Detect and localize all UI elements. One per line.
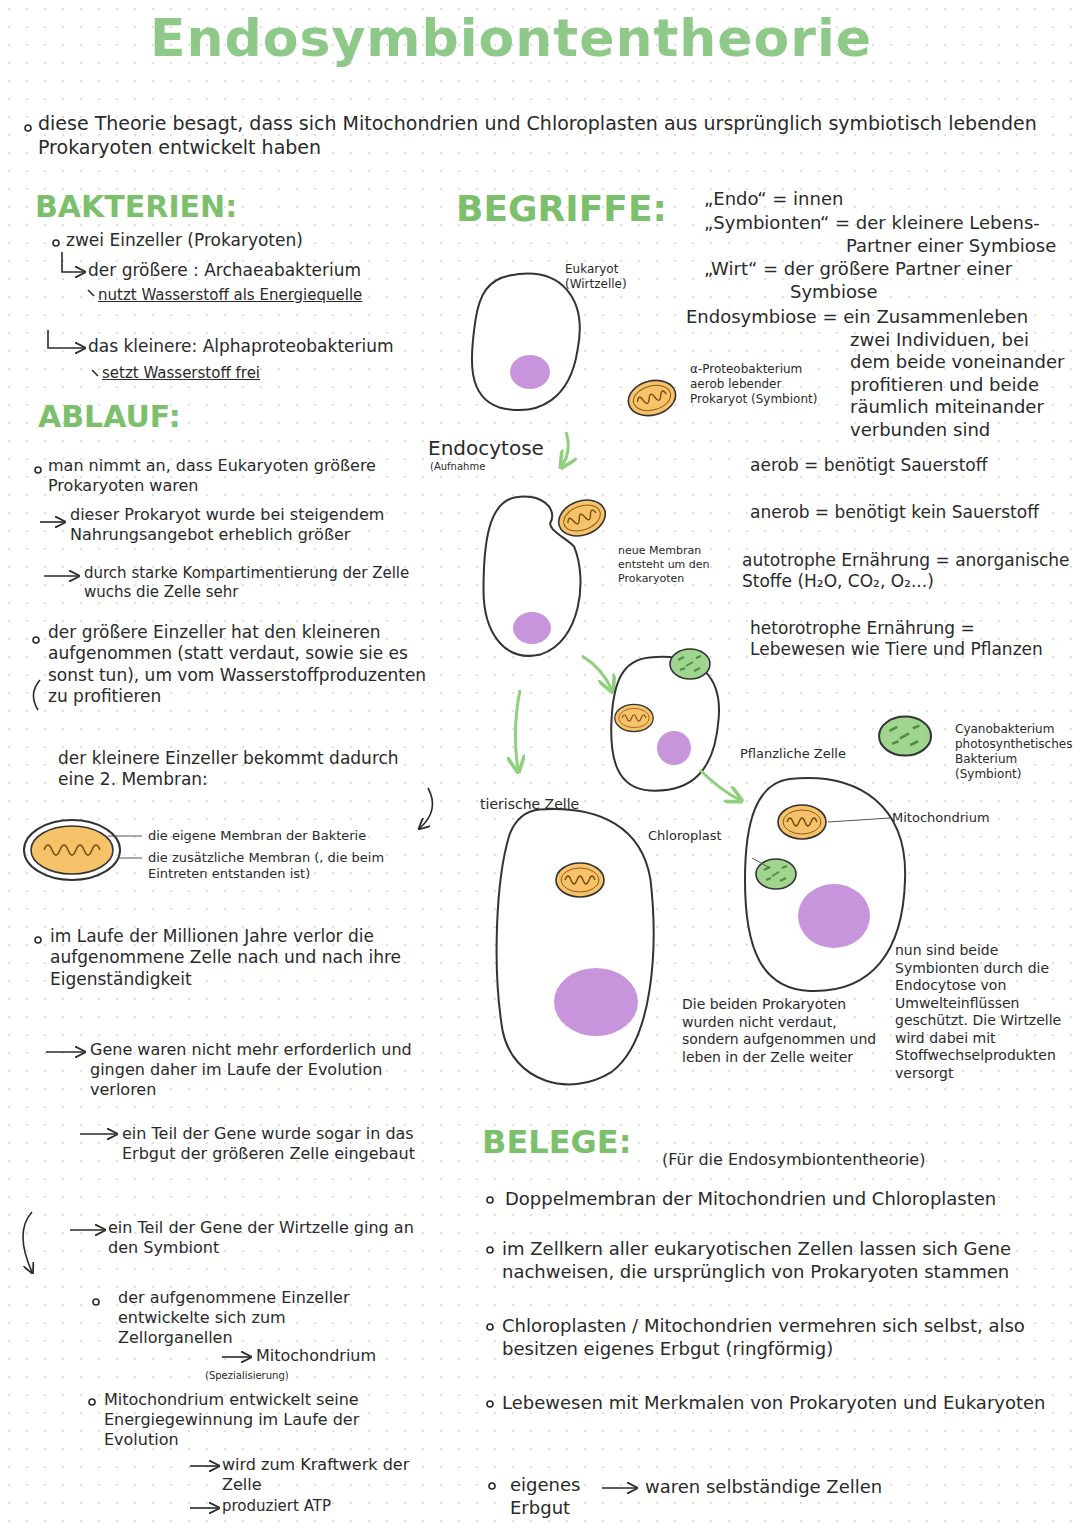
note-text: setzt Wasserstoff frei (102, 364, 402, 383)
note-text: man nimmt an, dass Eukaryoten größere Pr… (48, 456, 418, 496)
note-text: der größere : Archaeabakterium (88, 260, 448, 281)
note-text: (Aufnahme (430, 461, 530, 474)
note-text: Doppelmembran der Mitochondrien und Chlo… (505, 1188, 1070, 1211)
note-text: Lebewesen mit Merkmalen von Prokaryoten … (502, 1392, 1070, 1415)
note-text: Mitochondrium entwickelt seine Energiege… (104, 1390, 424, 1450)
note-text: neue Membran entsteht um den Prokaryoten (618, 544, 730, 585)
note-text: der größere Einzeller hat den kleineren … (48, 622, 448, 707)
note-text: „Symbionten“ = der kleinere Lebens-Partn… (704, 212, 1070, 257)
note-text: Gene waren nicht mehr erforderlich und g… (90, 1040, 420, 1100)
note-text: anerob = benötigt kein Sauerstoff (750, 502, 1070, 523)
note-text: diese Theorie besagt, dass sich Mitochon… (38, 112, 1068, 160)
note-text: (Spezialisierung) (205, 1370, 355, 1383)
note-text: die eigene Membran der Bakterie (148, 828, 428, 844)
note-text: dieser Prokaryot wurde bei steigendem Na… (70, 505, 430, 545)
note-text: Chloroplast (648, 828, 758, 844)
bullets (25, 125, 495, 1489)
note-text: der kleinere Einzeller bekommt dadurch e… (58, 748, 438, 791)
note-text: eigenes Erbgut (510, 1474, 610, 1519)
note-text: (Für die Endosymbiontentheorie) (662, 1150, 1062, 1170)
note-text: Chloroplasten / Mitochondrien vermehren … (502, 1315, 1070, 1360)
membrane-figure (24, 820, 142, 880)
section-heading: BELEGE: (482, 1122, 662, 1162)
section-heading: ABLAUF: (38, 398, 338, 436)
note-text: aerob = benötigt Sauerstoff (750, 455, 1070, 476)
note-text: Endocytose (428, 436, 568, 461)
note-text: tierische Zelle (480, 796, 620, 814)
note-text: „Wirt“ = der größere Partner einer Symbi… (704, 258, 1070, 303)
page-title: Endosymbiontentheorie (150, 6, 1050, 71)
section-heading: BEGRIFFE: (456, 186, 696, 231)
note-text: im Laufe der Millionen Jahre verlor die … (50, 926, 440, 990)
note-text: ein Teil der Gene wurde sogar in das Erb… (122, 1124, 422, 1164)
note-text: waren selbständige Zellen (645, 1476, 945, 1499)
note-text: Mitochondrium (892, 810, 1052, 826)
note-text: Mitochondrium (256, 1346, 436, 1366)
note-text: nun sind beide Symbionten durch die Endo… (895, 942, 1075, 1082)
section-heading: BAKTERIEN: (35, 188, 335, 226)
note-text: durch starke Kompartimentierung der Zell… (84, 564, 444, 602)
note-text: der aufgenommene Einzeller entwickelte s… (118, 1288, 368, 1348)
note-text: „Endo“ = innen (704, 188, 1064, 211)
note-text: hetorotrophe Ernährung = Lebewesen wie T… (750, 618, 1070, 661)
note-text: Eukaryot (Wirtzelle) (565, 262, 655, 292)
note-text: α-Proteobakterium aerob lebender Prokary… (690, 362, 830, 407)
note-text: das kleinere: Alphaproteobakterium (88, 336, 448, 357)
note-text: nutzt Wasserstoff als Energiequelle (98, 286, 438, 305)
note-text: produziert ATP (222, 1497, 412, 1516)
note-text: im Zellkern aller eukaryotischen Zellen … (502, 1238, 1070, 1283)
note-text: wird zum Kraftwerk der Zelle (222, 1455, 412, 1495)
note-text: Pflanzliche Zelle (740, 746, 890, 762)
note-text: zwei Einzeller (Prokaryoten) (66, 230, 446, 251)
note-text: ein Teil der Gene der Wirtzelle ging an … (108, 1218, 428, 1258)
note-text: autotrophe Ernährung = anorganische Stof… (742, 550, 1072, 593)
note-text: Cyanobakterium photosynthetisches Bakter… (955, 722, 1073, 782)
note-text: die zusätzliche Membran (, die beim Eint… (148, 850, 428, 883)
note-text: Die beiden Prokaryoten wurden nicht verd… (682, 996, 882, 1066)
